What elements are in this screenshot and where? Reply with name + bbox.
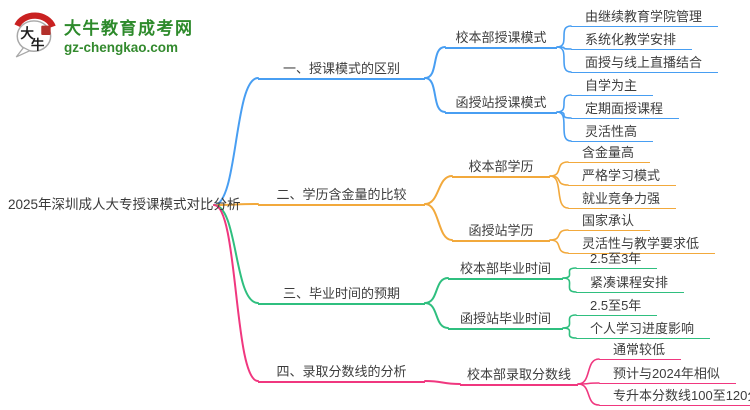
daniu-logo-icon: 大 牛 — [14, 12, 56, 58]
leaf-2-5-to-3-years[interactable]: 2.5至3年 — [576, 251, 658, 269]
leaf-personal-progress-influence[interactable]: 个人学习进度影响 — [576, 321, 711, 339]
leaf-high-flexibility[interactable]: 灵活性高 — [571, 124, 654, 142]
subtopic-correspondence-graduation-time[interactable]: 函授站毕业时间 — [448, 311, 563, 330]
topic-graduation-time-expectation[interactable]: 三、毕业时间的预期 — [258, 286, 425, 305]
root-topic[interactable]: 2025年深圳成人大专授课模式对比分析 — [8, 197, 241, 212]
subtopic-correspondence-degree[interactable]: 函授站学历 — [452, 223, 550, 242]
site-logo: 大 牛 大牛教育成考网 gz-chengkao.com — [12, 10, 194, 58]
leaf-usually-low[interactable]: 通常较低 — [599, 342, 682, 360]
leaf-2-5-to-5-years[interactable]: 2.5至5年 — [576, 298, 658, 316]
leaf-compact-course-schedule[interactable]: 紧凑课程安排 — [576, 275, 685, 293]
leaf-expected-similar-to-2024[interactable]: 预计与2024年相似 — [599, 366, 736, 384]
leaf-systematic-teaching-arrangement[interactable]: 系统化教学安排 — [571, 32, 693, 50]
subtopic-campus-graduation-time[interactable]: 校本部毕业时间 — [448, 261, 563, 280]
leaf-face-to-face-plus-live-online[interactable]: 面授与线上直播结合 — [571, 55, 719, 73]
svg-text:牛: 牛 — [31, 37, 45, 53]
leaf-managed-by-continuing-education-college[interactable]: 由继续教育学院管理 — [571, 9, 719, 27]
topic-teaching-mode-differences[interactable]: 一、授课模式的区别 — [258, 61, 425, 80]
logo-domain-text: gz-chengkao.com — [64, 39, 179, 55]
leaf-upgrade-score-100-to-120[interactable]: 专升本分数线100至120分 — [599, 388, 750, 406]
subtopic-campus-admission-score[interactable]: 校本部录取分数线 — [460, 367, 578, 386]
subtopic-campus-teaching-mode[interactable]: 校本部授课模式 — [445, 30, 557, 49]
leaf-flexible-low-teaching-requirements[interactable]: 灵活性与教学要求低 — [568, 236, 716, 254]
svg-text:大: 大 — [20, 25, 34, 41]
logo-brand-text: 大牛教育成考网 — [64, 18, 194, 38]
leaf-strict-study-mode[interactable]: 严格学习模式 — [568, 168, 677, 186]
subtopic-campus-degree[interactable]: 校本部学历 — [452, 159, 550, 178]
leaf-self-study-main[interactable]: 自学为主 — [571, 78, 654, 96]
subtopic-correspondence-teaching-mode[interactable]: 函授站授课模式 — [445, 95, 557, 114]
leaf-state-recognized[interactable]: 国家承认 — [568, 213, 651, 231]
leaf-strong-employment-competitiveness[interactable]: 就业竞争力强 — [568, 191, 677, 209]
leaf-periodic-face-to-face-courses[interactable]: 定期面授课程 — [571, 101, 680, 119]
leaf-high-value[interactable]: 含金量高 — [568, 145, 651, 163]
topic-admission-score-analysis[interactable]: 四、录取分数线的分析 — [258, 364, 425, 383]
topic-degree-value-comparison[interactable]: 二、学历含金量的比较 — [258, 187, 425, 206]
